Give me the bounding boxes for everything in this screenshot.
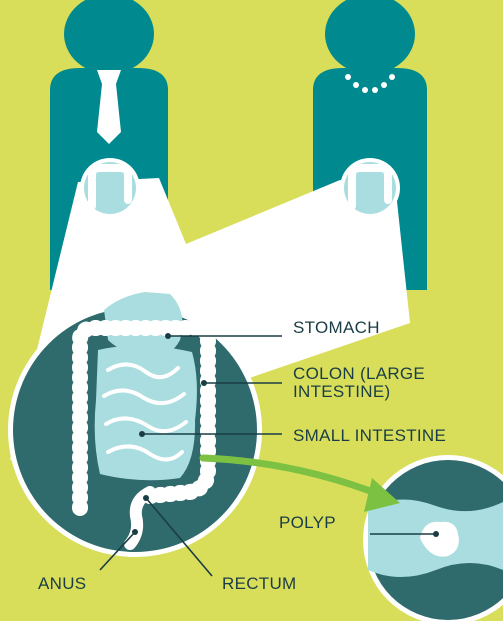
female-colon-icon (340, 158, 400, 218)
label-colon: COLON (LARGE INTESTINE) (293, 365, 493, 401)
polyp-magnified-view (363, 455, 503, 621)
male-colon-icon (80, 158, 140, 218)
label-polyp: POLYP (279, 514, 336, 532)
label-rectum: RECTUM (222, 575, 297, 593)
label-small-intestine: SMALL INTESTINE (293, 427, 446, 445)
label-anus: ANUS (38, 575, 86, 593)
label-stomach: STOMACH (293, 319, 380, 337)
small-intestine-shape (95, 345, 197, 480)
